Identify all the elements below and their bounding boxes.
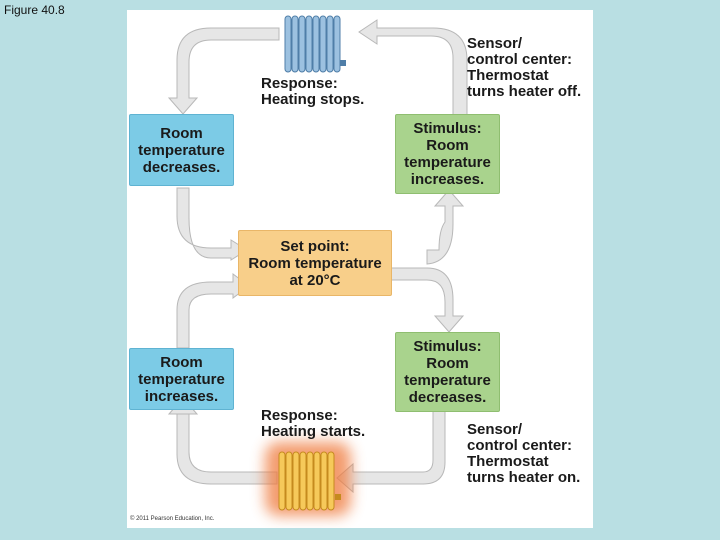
radiator-off-icon	[281, 14, 346, 73]
stimulus-temp-increases-box: Stimulus: Room temperature increases.	[395, 114, 500, 194]
response-heating-starts: Response: Heating starts.	[261, 407, 366, 440]
arrow-top-right-up	[426, 189, 465, 265]
stimulus-temp-decreases-box: Stimulus: Room temperature decreases.	[395, 332, 500, 412]
room-temp-increases-label: Room temperature increases.	[138, 353, 225, 405]
arrow-top-left-to-setpoint	[176, 187, 248, 261]
sensor-heater-off: Sensor/ control center: Thermostat turns…	[467, 35, 582, 100]
arrow-top-left-down	[167, 27, 280, 115]
arrow-bottom-right-down	[388, 267, 465, 333]
room-temp-increases-box: Room temperature increases.	[129, 348, 234, 410]
response-heating-stops: Response: Heating stops.	[261, 75, 365, 108]
sensor-heater-on: Sensor/ control center: Thermostat turns…	[467, 421, 581, 486]
radiator-on-icon	[265, 442, 351, 516]
arrow-top-sensor	[358, 19, 468, 121]
stimulus-temp-decreases-label: Stimulus: Room temperature decreases.	[404, 338, 491, 406]
set-point-box: Set point: Room temperature at 20°C	[238, 230, 392, 296]
figure-label: Figure 40.8	[4, 3, 65, 17]
room-temp-decreases-label: Room temperature decreases.	[138, 124, 225, 176]
copyright-notice: © 2011 Pearson Education, Inc.	[130, 516, 215, 522]
set-point-label: Set point: Room temperature at 20°C	[248, 237, 382, 289]
diagram-panel: Response: Heating stops. Sensor/ control…	[127, 10, 593, 528]
room-temp-decreases-box: Room temperature decreases.	[129, 114, 234, 186]
stimulus-temp-increases-label: Stimulus: Room temperature increases.	[404, 120, 491, 188]
